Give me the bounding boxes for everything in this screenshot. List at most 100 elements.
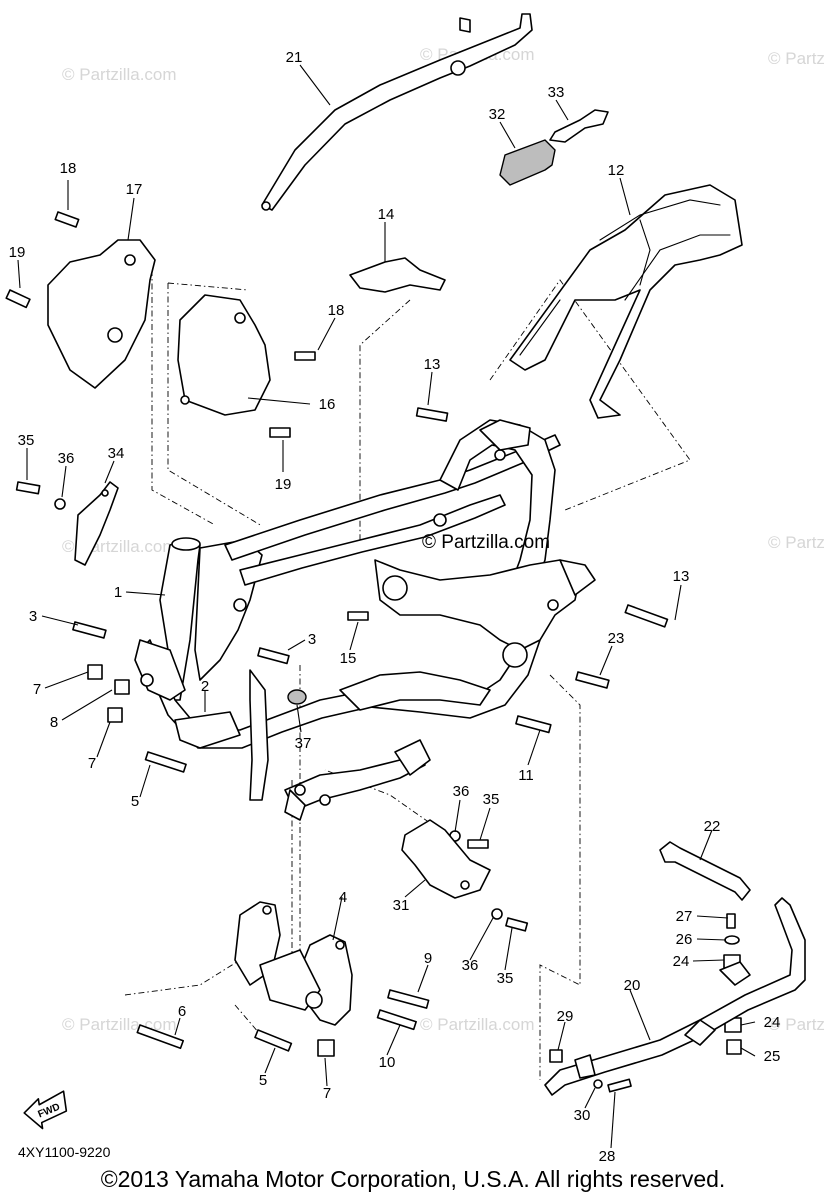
copyright-notice: ©2013 Yamaha Motor Corporation, U.S.A. A… <box>100 1166 726 1192</box>
part-14-bracket[interactable] <box>349 257 446 293</box>
part-33-bracket[interactable] <box>549 109 609 143</box>
callout-13: 13 <box>673 568 690 585</box>
callout-16: 16 <box>319 396 336 413</box>
part-36-washer[interactable] <box>491 908 503 920</box>
part-29-nut[interactable] <box>549 1049 563 1063</box>
watermark: © Partzilla.com <box>62 65 177 84</box>
part-27-bolt[interactable] <box>726 913 736 929</box>
callout-30: 30 <box>574 1107 591 1124</box>
part-21-upper-tube[interactable] <box>261 13 533 211</box>
part-4-lower-bracket[interactable] <box>234 901 353 1026</box>
callout-36: 36 <box>462 957 479 974</box>
callout-35: 35 <box>497 970 514 987</box>
part-25-nut[interactable] <box>726 1039 742 1055</box>
part-1-main-frame[interactable] <box>134 419 596 821</box>
callout-4: 4 <box>339 889 347 906</box>
callout-28: 28 <box>599 1148 616 1165</box>
part-12-fender-frame[interactable] <box>509 184 743 419</box>
assembly-lines <box>124 270 691 1080</box>
part-30-washer[interactable] <box>593 1079 603 1089</box>
part-32-pad[interactable] <box>499 139 556 186</box>
part-17-cover[interactable] <box>47 239 156 389</box>
callout-21: 21 <box>286 49 303 66</box>
part-7-nut[interactable] <box>87 664 103 680</box>
callout-31: 31 <box>393 897 410 914</box>
part-35-bolt[interactable] <box>467 839 489 849</box>
part-18-bolt[interactable] <box>54 211 80 228</box>
watermark: © Partzilla.com <box>420 1015 535 1034</box>
part-15-bolt[interactable] <box>347 611 369 621</box>
callout-36: 36 <box>453 783 470 800</box>
part-19-bolt[interactable] <box>5 289 31 309</box>
callout-22: 22 <box>704 818 721 835</box>
part-5-bolt[interactable] <box>144 751 187 773</box>
part-9-bolt[interactable] <box>387 989 430 1009</box>
callout-33: 33 <box>548 84 565 101</box>
part-18-bolt[interactable] <box>294 351 316 361</box>
callout-1: 1 <box>114 584 122 601</box>
part-5-bolt[interactable] <box>254 1029 293 1052</box>
callout-6: 6 <box>178 1003 186 1020</box>
callout-13: 13 <box>424 356 441 373</box>
callout-18: 18 <box>60 160 77 177</box>
leader-lines <box>17 64 756 1149</box>
callout-36: 36 <box>58 450 75 467</box>
callout-27: 27 <box>676 908 693 925</box>
part-23-bolt[interactable] <box>575 671 610 689</box>
callout-24: 24 <box>673 953 690 970</box>
callout-18: 18 <box>328 302 345 319</box>
callout-10: 10 <box>379 1054 396 1071</box>
part-7-nut[interactable] <box>317 1039 335 1057</box>
part-37-grommet[interactable] <box>287 689 307 705</box>
bolts <box>5 211 742 1093</box>
part-35-bolt[interactable] <box>15 481 41 495</box>
callout-2: 2 <box>201 678 209 695</box>
callout-23: 23 <box>608 630 625 647</box>
callout-26: 26 <box>676 931 693 948</box>
part-34-plate[interactable] <box>74 481 119 566</box>
callout-8: 8 <box>50 714 58 731</box>
part-6-bolt[interactable] <box>136 1024 185 1050</box>
callout-19: 19 <box>275 476 292 493</box>
part-10-bolt[interactable] <box>376 1009 417 1031</box>
part-7-nut[interactable] <box>107 707 123 723</box>
callout-7: 7 <box>88 755 96 772</box>
part-28-bolt[interactable] <box>607 1078 632 1093</box>
part-3-bolt[interactable] <box>72 621 107 639</box>
part-31-bracket[interactable] <box>401 819 491 899</box>
callout-25: 25 <box>764 1048 781 1065</box>
watermark: © Partzilla.com <box>768 1015 826 1034</box>
callout-12: 12 <box>608 162 625 179</box>
part-8-nut[interactable] <box>114 679 130 695</box>
watermark-center: © Partzilla.com <box>422 532 550 553</box>
callout-11: 11 <box>518 767 534 784</box>
part-36-washer[interactable] <box>54 498 66 510</box>
callout-14: 14 <box>378 206 395 223</box>
part-16-cover[interactable] <box>177 294 271 416</box>
callout-3: 3 <box>29 608 37 625</box>
part-13-bolt[interactable] <box>415 407 449 422</box>
callout-3: 3 <box>308 631 316 648</box>
callout-7: 7 <box>33 681 41 698</box>
part-26-washer[interactable] <box>724 935 740 945</box>
part-20-footrest-bar[interactable] <box>544 897 806 1096</box>
callout-35: 35 <box>18 432 35 449</box>
callout-24: 24 <box>764 1014 781 1031</box>
watermark: © Partzilla.com <box>768 49 826 68</box>
callout-17: 17 <box>126 181 143 198</box>
part-3-bolt[interactable] <box>257 647 290 665</box>
part-11-bolt[interactable] <box>515 715 552 734</box>
callout-9: 9 <box>424 950 432 967</box>
callout-5: 5 <box>131 793 139 810</box>
part-19-bolt[interactable] <box>269 427 291 438</box>
part-13-bolt[interactable] <box>624 604 669 628</box>
callout-29: 29 <box>557 1008 574 1025</box>
part-35-bolt[interactable] <box>505 917 529 932</box>
part-22-footrest-rod[interactable] <box>659 841 751 901</box>
watermark: © Partzilla.com <box>768 533 826 552</box>
callouts: 21 33 32 12 18 17 14 19 18 16 13 19 35 3… <box>9 49 781 1165</box>
callout-34: 34 <box>108 445 125 462</box>
callout-32: 32 <box>489 106 506 123</box>
diagram-code: 4XY1100-9220 <box>18 1144 111 1160</box>
